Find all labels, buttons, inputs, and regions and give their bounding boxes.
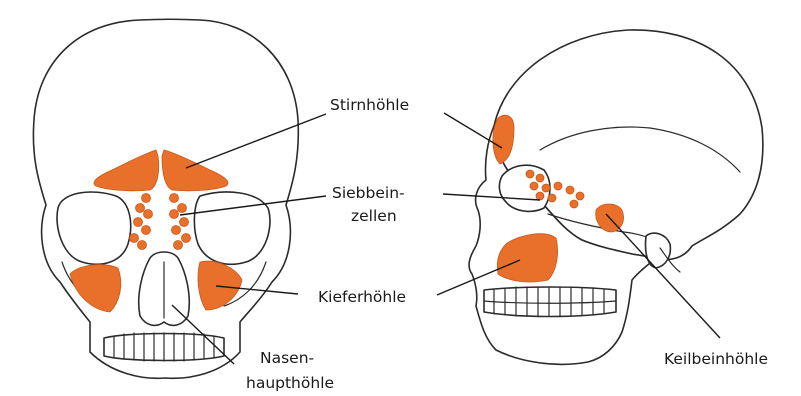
label-kieferhoehle: Kieferhöhle	[318, 288, 406, 306]
label-nasen-line1: Nasen-	[260, 349, 314, 367]
skull-side-mastoid	[645, 233, 670, 268]
label-siebbein-line2: zellen	[351, 207, 397, 225]
skull-front-view	[33, 19, 298, 378]
skull-front-right-orbit	[194, 192, 270, 264]
skull-front-left-orbit	[57, 192, 131, 264]
skull-side-teeth	[484, 287, 616, 317]
label-keilbeinhoehle: Keilbeinhöhle	[664, 350, 768, 368]
label-stirnhoehle: Stirnhöhle	[330, 96, 409, 114]
skull-side-view	[469, 30, 763, 364]
label-siebbein-line1: Siebbein-	[332, 184, 405, 202]
label-nasen-line2: haupthöhle	[246, 374, 334, 392]
